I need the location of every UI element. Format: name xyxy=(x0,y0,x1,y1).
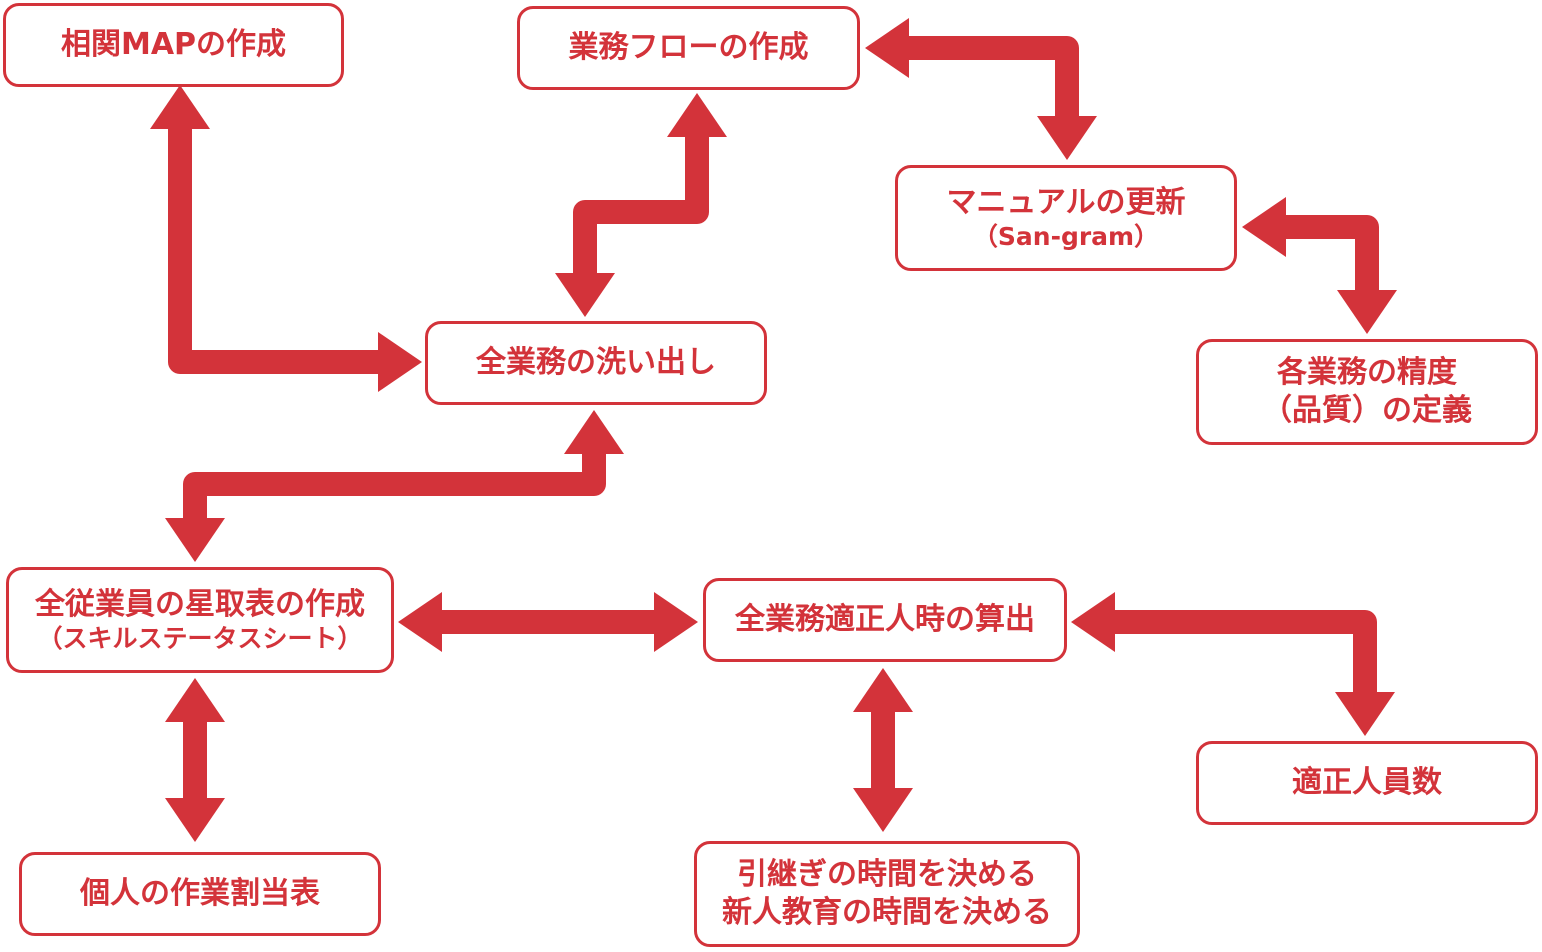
arrowhead-up xyxy=(150,85,210,129)
arrowhead-down xyxy=(165,518,225,562)
arrowhead-down xyxy=(1337,290,1397,334)
arrowhead-down xyxy=(853,788,913,832)
arrowhead-left xyxy=(1071,592,1115,652)
node-all-tasks: 全業務の洗い出し xyxy=(425,321,767,405)
arrowhead-down xyxy=(1037,116,1097,160)
arrowhead-up xyxy=(564,410,624,454)
arrowhead-up xyxy=(165,678,225,722)
node-label: 全業務の洗い出し xyxy=(476,345,716,380)
node-work-assignment: 個人の作業割当表 xyxy=(19,852,381,936)
node-label: 新人教育の時間を決める xyxy=(722,895,1052,930)
node-label: 引継ぎの時間を決める xyxy=(737,857,1037,892)
node-sublabel: （San-gram） xyxy=(972,222,1160,251)
node-label: 個人の作業割当表 xyxy=(80,876,320,911)
connector-business-flow-manual-update xyxy=(905,36,1079,118)
node-sublabel: （スキルステータスシート） xyxy=(37,624,363,653)
node-proper-headcount: 適正人員数 xyxy=(1196,741,1538,825)
node-label: 相関MAPの作成 xyxy=(60,27,287,62)
node-manual-update: マニュアルの更新 （San-gram） xyxy=(895,165,1237,271)
node-handover-training: 引継ぎの時間を決める 新人教育の時間を決める xyxy=(694,841,1080,947)
connector-manual-update-quality-definition xyxy=(1282,215,1379,292)
node-label: 業務フローの作成 xyxy=(568,30,809,65)
node-label: マニュアルの更新 xyxy=(946,185,1186,220)
connector-business-flow-all-tasks xyxy=(573,133,709,275)
arrowhead-up xyxy=(853,668,913,712)
node-label: 適正人員数 xyxy=(1292,765,1442,800)
node-proper-hours: 全業務適正人時の算出 xyxy=(703,578,1067,662)
arrowhead-down xyxy=(165,798,225,842)
node-label: 各業務の精度 xyxy=(1277,355,1457,390)
arrowhead-down xyxy=(555,273,615,317)
arrowhead-left xyxy=(398,592,442,652)
node-label: 全従業員の星取表の作成 xyxy=(35,587,365,622)
node-correlation-map: 相関MAPの作成 xyxy=(3,3,344,87)
arrowhead-right xyxy=(654,592,698,652)
node-business-flow: 業務フローの作成 xyxy=(517,6,860,90)
connector-all-tasks-skill-sheet xyxy=(183,452,606,520)
arrowhead-left xyxy=(1242,197,1286,257)
connector-proper-hours-proper-headcount xyxy=(1113,610,1377,694)
node-label: （品質）の定義 xyxy=(1262,393,1472,428)
node-label: 全業務適正人時の算出 xyxy=(735,602,1035,637)
node-quality-definition: 各業務の精度 （品質）の定義 xyxy=(1196,339,1538,445)
node-skill-sheet: 全従業員の星取表の作成 （スキルステータスシート） xyxy=(6,567,394,673)
connector-correlation-map-all-tasks xyxy=(168,125,382,374)
arrowhead-down xyxy=(1335,692,1395,736)
arrowhead-right xyxy=(378,332,422,392)
arrowhead-left xyxy=(865,18,909,78)
arrowhead-up xyxy=(667,93,727,137)
